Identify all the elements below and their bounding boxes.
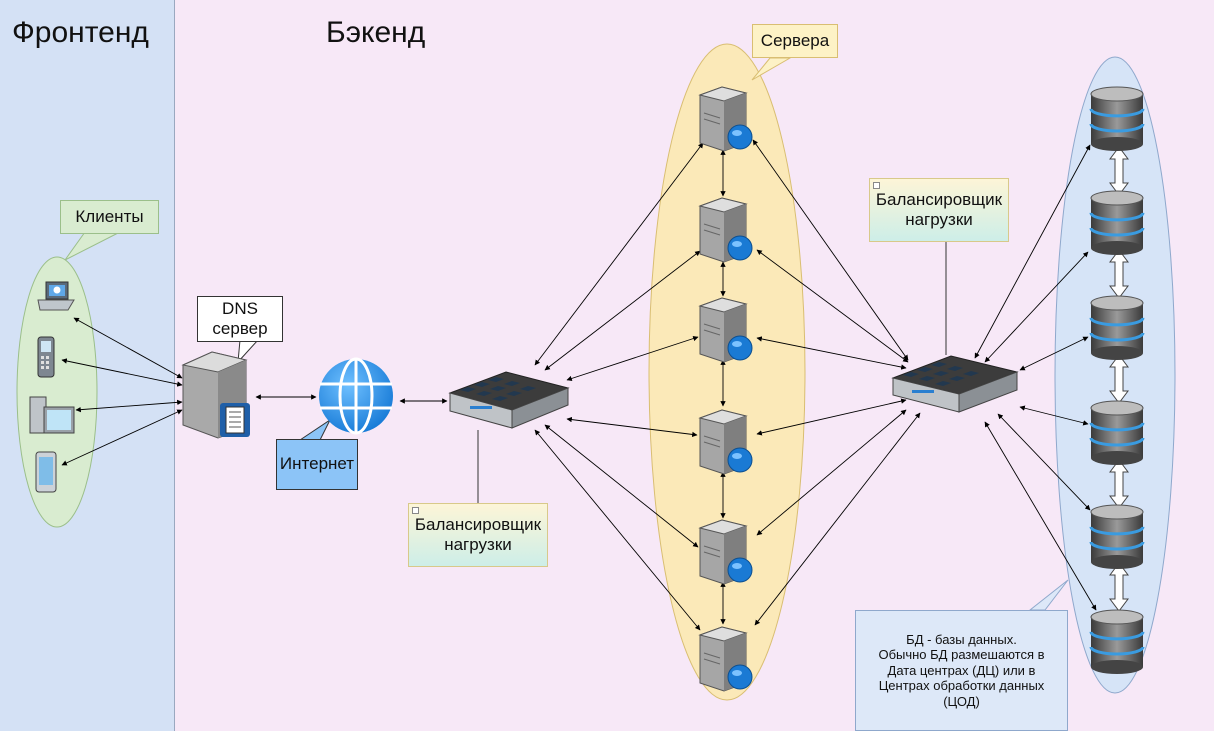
web-server-icon bbox=[698, 197, 753, 263]
web-server-icon bbox=[698, 409, 753, 475]
database-icon bbox=[1089, 504, 1145, 569]
db-note: БД - базы данных. Обычно БД размешаются … bbox=[855, 610, 1068, 731]
dns-label-line2: сервер bbox=[212, 319, 268, 338]
lb1-label-line2: нагрузки bbox=[444, 535, 512, 554]
lb2-label-line1: Балансировщик bbox=[875, 189, 1003, 209]
load-balancer-1-icon bbox=[448, 371, 570, 429]
servers-callout-tail bbox=[751, 57, 792, 81]
servers-label: Сервера bbox=[760, 30, 830, 50]
servers-column bbox=[698, 86, 753, 692]
web-server-icon bbox=[698, 297, 753, 363]
internet-callout: Интернет bbox=[276, 439, 358, 490]
laptop-icon bbox=[37, 281, 75, 311]
servers-callout: Сервера bbox=[752, 24, 838, 58]
web-server-icon bbox=[698, 626, 753, 692]
connections bbox=[61, 139, 1097, 631]
load-balancer-2-icon bbox=[891, 355, 1019, 413]
database-icon bbox=[1089, 609, 1145, 674]
dns-server-icon bbox=[181, 351, 250, 439]
database-icon bbox=[1089, 190, 1145, 255]
internet-label: Интернет bbox=[279, 454, 355, 474]
database-icon bbox=[1089, 400, 1145, 465]
mobile-phone-icon bbox=[37, 336, 55, 378]
db-sync-arrows bbox=[1109, 146, 1129, 612]
lb1-label-line1: Балансировщик bbox=[414, 514, 542, 534]
databases-column bbox=[1089, 86, 1145, 674]
lb2-label-line2: нагрузки bbox=[905, 210, 973, 229]
tablet-icon bbox=[35, 451, 57, 493]
backend-title: Бэкенд bbox=[326, 16, 426, 49]
desktop-computer-icon bbox=[29, 396, 75, 434]
lb2-callout: Балансировщик нагрузки bbox=[869, 178, 1009, 242]
lb1-callout: Балансировщик нагрузки bbox=[408, 503, 548, 567]
database-icon bbox=[1089, 295, 1145, 360]
web-server-icon bbox=[698, 86, 753, 152]
dns-callout: DNS сервер bbox=[197, 296, 283, 342]
frontend-title: Фронтенд bbox=[12, 16, 149, 49]
clients-label: Клиенты bbox=[75, 206, 144, 226]
clients-callout: Клиенты bbox=[60, 200, 159, 234]
database-icon bbox=[1089, 86, 1145, 151]
web-server-icon bbox=[698, 519, 753, 585]
dns-label-line1: DNS bbox=[222, 298, 258, 318]
globe-icon bbox=[319, 357, 393, 435]
